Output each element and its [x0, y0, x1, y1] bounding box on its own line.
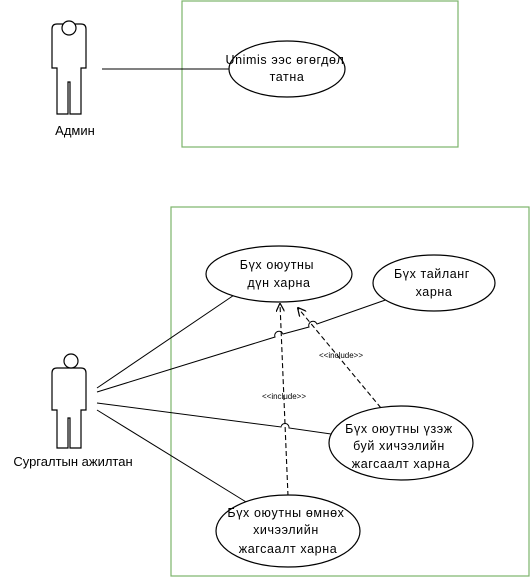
use-case-view-all-reports[interactable]: Бүх тайланг харна — [372, 254, 496, 312]
use-case-label: Бүх тайланг харна — [394, 267, 474, 299]
use-case-label: Бүх оюутны үзэж буй хичээлийн жагсаалт х… — [345, 422, 457, 471]
association-staff-previous — [96, 409, 252, 506]
use-case-import-unimis[interactable]: Unimis ээс өгөгдөл татна — [225, 40, 348, 98]
association-staff-grades — [96, 288, 244, 389]
staff-actor-label: Сургалтын ажилтан — [13, 454, 132, 469]
system-boundary-staff — [170, 206, 530, 577]
use-case-view-previous-schedule[interactable]: Бүх оюутны өмнөх хичээлийн жагсаалт харн… — [215, 494, 361, 568]
association-staff-reports — [96, 296, 395, 393]
include-current-to-grades — [298, 308, 387, 415]
admin-actor-head — [61, 20, 77, 36]
include-label-2: <<include>> — [262, 392, 306, 401]
association-staff-current — [96, 402, 346, 437]
include-previous-to-grades — [280, 304, 289, 497]
use-case-label: Unimis ээс өгөгдөл татна — [225, 53, 348, 84]
use-case-view-current-schedule[interactable]: Бүх оюутны үзэж буй хичээлийн жагсаалт х… — [328, 405, 474, 481]
staff-actor-head — [63, 353, 79, 369]
staff-actor-figure[interactable] — [51, 353, 87, 449]
admin-actor-figure[interactable] — [51, 20, 87, 115]
use-case-view-all-grades[interactable]: Бүх оюутны дүн харна — [205, 245, 353, 303]
include-label-1: <<include>> — [319, 351, 363, 360]
use-case-label: Бүх оюутны өмнөх хичээлийн жагсаалт харн… — [227, 506, 348, 556]
use-case-label: Бүх оюутны дүн харна — [240, 258, 318, 290]
admin-actor-label: Админ — [55, 123, 95, 138]
system-boundary-admin — [181, 0, 459, 148]
